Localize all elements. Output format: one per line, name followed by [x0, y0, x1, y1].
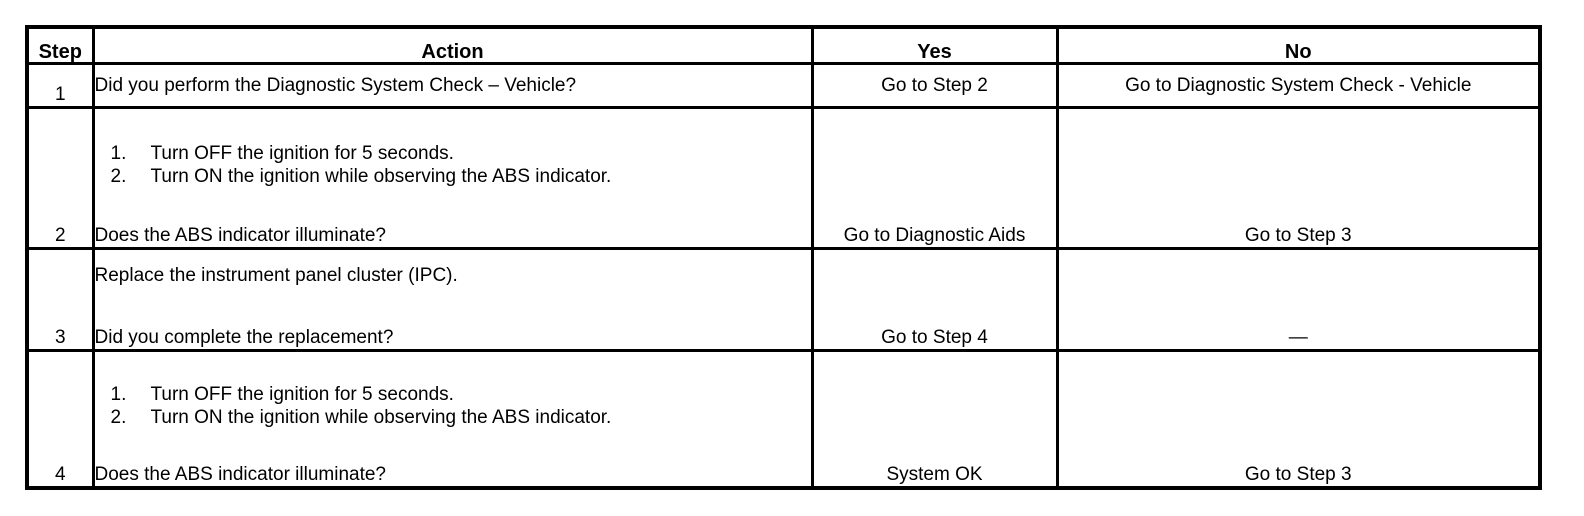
action-step-list: Turn OFF the ignition for 5 seconds. Tur…	[95, 383, 811, 429]
column-header-step: Step	[25, 25, 95, 65]
yes-cell: Go to Step 4	[810, 246, 1059, 353]
action-cell: Turn OFF the ignition for 5 seconds. Tur…	[91, 349, 814, 490]
column-header-no: No	[1055, 25, 1542, 65]
step-number: 4	[25, 349, 95, 490]
action-question: Does the ABS indicator illuminate?	[94, 224, 387, 246]
action-question: Does the ABS indicator illuminate?	[94, 464, 387, 485]
list-item: Turn OFF the ignition for 5 seconds.	[111, 142, 454, 165]
column-header-action: Action	[91, 25, 814, 65]
action-cell: Did you perform the Diagnostic System Ch…	[91, 61, 814, 110]
spacer	[95, 188, 811, 224]
table-row: 4 Turn OFF the ignition for 5 seconds. T…	[25, 349, 1542, 490]
action-cell: Replace the instrument panel cluster (IP…	[91, 246, 814, 353]
spacer	[95, 287, 811, 326]
table-row: 1 Did you perform the Diagnostic System …	[25, 61, 1542, 110]
step-number: 1	[25, 61, 95, 110]
action-question: Did you complete the replacement?	[94, 327, 394, 349]
table-row: 3 Replace the instrument panel cluster (…	[25, 246, 1542, 353]
action-cell: Turn OFF the ignition for 5 seconds. Tur…	[91, 106, 814, 250]
column-header-yes: Yes	[810, 25, 1059, 65]
step-number: 3	[25, 246, 95, 353]
spacer	[95, 429, 811, 463]
action-text: Replace the instrument panel cluster (IP…	[94, 265, 458, 287]
yes-cell: Go to Step 2	[810, 61, 1059, 110]
no-cell: Go to Step 3	[1055, 349, 1542, 490]
no-cell: Go to Diagnostic System Check - Vehicle	[1055, 61, 1542, 110]
list-item: Turn ON the ignition while observing the…	[111, 406, 612, 429]
yes-cell: System OK	[810, 349, 1059, 490]
no-cell: —	[1055, 246, 1542, 353]
list-item: Turn OFF the ignition for 5 seconds.	[111, 383, 454, 406]
table-header-row: Step Action Yes No	[25, 25, 1542, 65]
step-number: 2	[25, 106, 95, 250]
action-text: Did you perform the Diagnostic System Ch…	[94, 75, 577, 97]
yes-cell: Go to Diagnostic Aids	[810, 106, 1059, 250]
list-item: Turn ON the ignition while observing the…	[111, 165, 612, 188]
no-cell: Go to Step 3	[1055, 106, 1542, 250]
diagnostic-trouble-code-table: Step Action Yes No 1 Did you perform the…	[25, 25, 1542, 490]
action-step-list: Turn OFF the ignition for 5 seconds. Tur…	[95, 142, 811, 188]
table-row: 2 Turn OFF the ignition for 5 seconds. T…	[25, 106, 1542, 250]
